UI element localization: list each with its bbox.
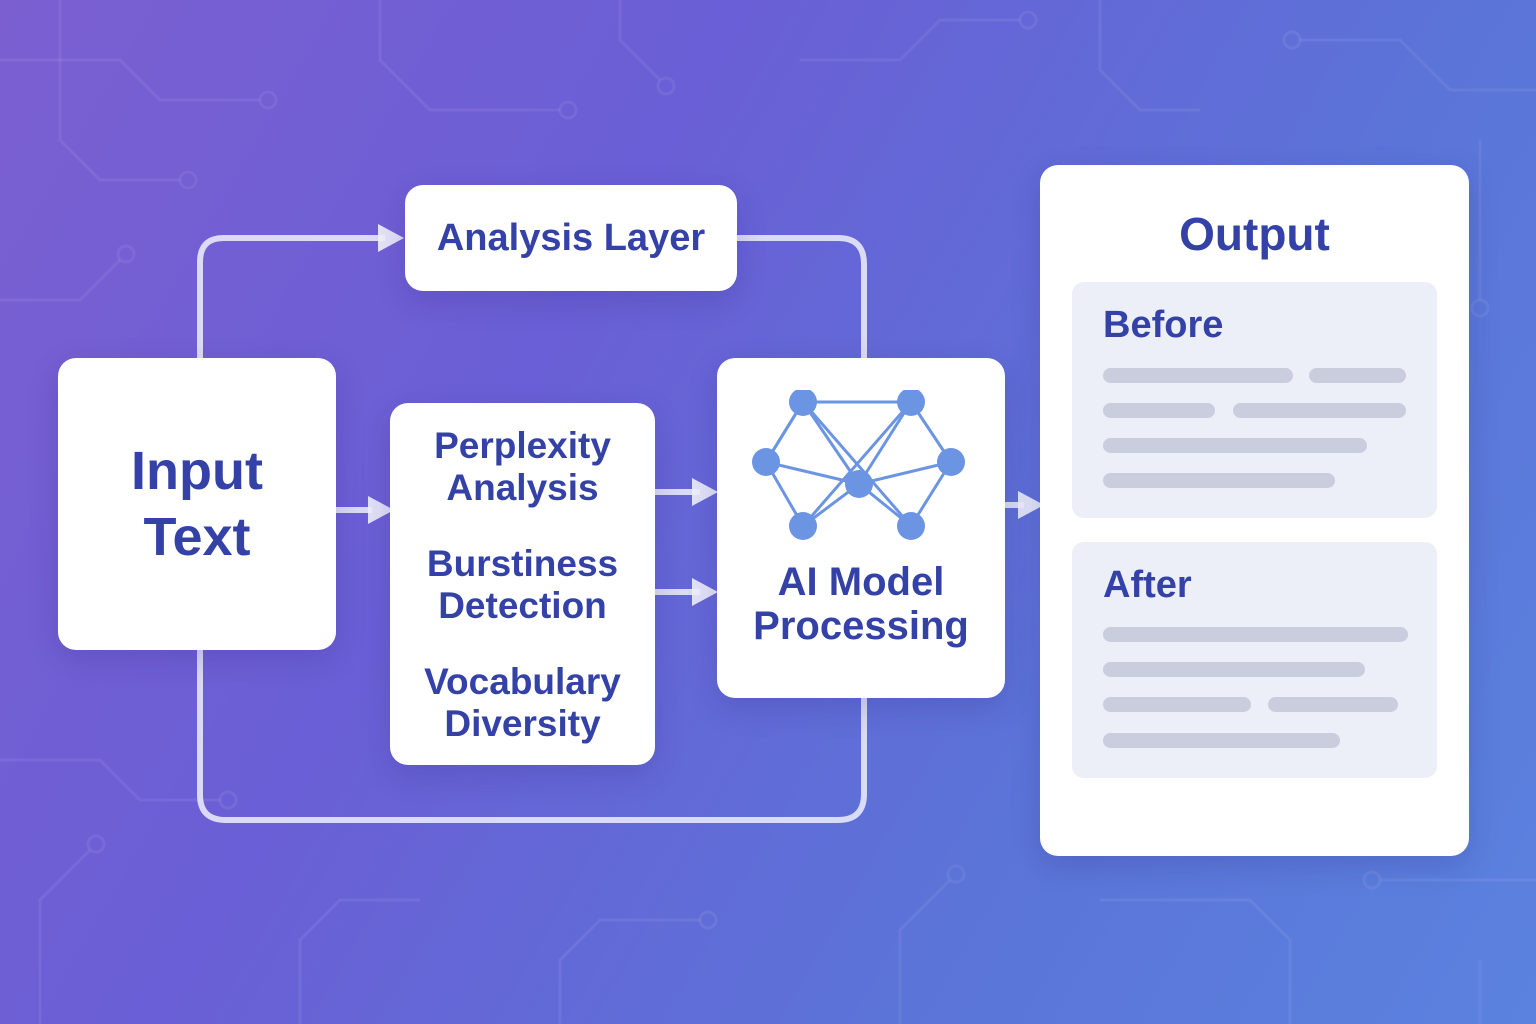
placeholder-line (1103, 627, 1408, 642)
placeholder-line (1103, 403, 1215, 418)
output-node: Output Before After (1040, 165, 1469, 856)
placeholder-line (1103, 697, 1251, 712)
output-title: Output (1179, 208, 1330, 260)
placeholder-line (1103, 662, 1365, 677)
placeholder-line (1268, 697, 1398, 712)
analysis-layer-label: Analysis Layer (436, 216, 706, 259)
placeholder-line (1309, 368, 1406, 383)
metric-perplexity: Perplexity Analysis (434, 425, 611, 508)
placeholder-line (1103, 733, 1340, 748)
input-text-node: Input Text (58, 358, 336, 650)
placeholder-line (1103, 473, 1335, 488)
placeholder-line (1103, 438, 1367, 453)
metric-vocabulary: Vocabulary Diversity (424, 661, 621, 744)
before-panel: Before (1072, 282, 1437, 518)
after-panel: After (1072, 542, 1437, 778)
ai-model-label: AI Model Processing (753, 560, 969, 648)
metric-burstiness: Burstiness Detection (426, 543, 619, 626)
placeholder-line (1103, 368, 1293, 383)
analysis-metrics-node: Perplexity Analysis Burstiness Detection… (390, 403, 655, 765)
ai-model-node: AI Model Processing (717, 358, 1005, 698)
after-title: After (1103, 564, 1192, 606)
neural-network-icon (752, 390, 965, 540)
analysis-layer-node: Analysis Layer (405, 185, 737, 291)
input-text-label: Input Text (131, 441, 263, 567)
before-title: Before (1103, 304, 1224, 346)
placeholder-line (1233, 403, 1406, 418)
